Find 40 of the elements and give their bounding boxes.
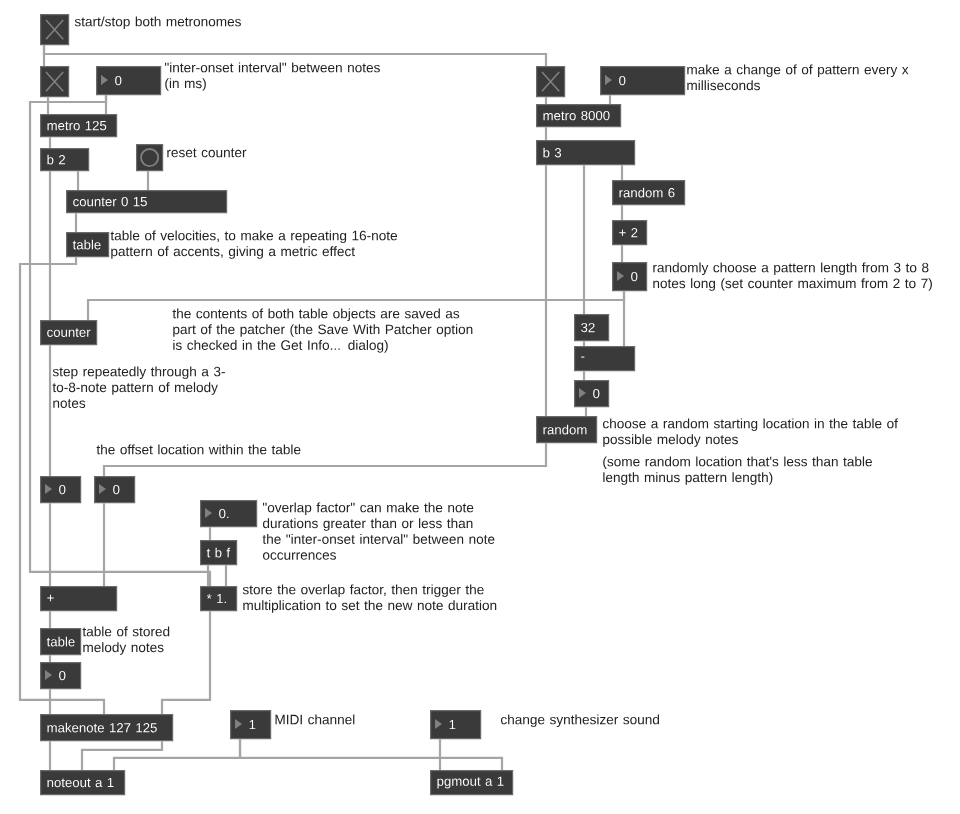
patch-cord (438, 739, 442, 770)
patch-cord (620, 205, 624, 220)
patch-cord (28, 95, 212, 586)
patch-cord (224, 565, 228, 586)
patch-cord (206, 565, 210, 586)
patch-cord (544, 127, 548, 140)
patch-cord (608, 95, 612, 104)
patch-cord (48, 137, 52, 148)
patch-cord (48, 171, 52, 320)
patch-cord (160, 611, 212, 714)
bang-button (136, 144, 164, 172)
patch-cord (584, 407, 588, 416)
toggle-box (536, 66, 566, 98)
patch-cord (620, 245, 624, 262)
patch-cord (48, 741, 52, 770)
patch-cord (622, 291, 626, 346)
patch-cord (48, 503, 52, 586)
patch-cord (48, 611, 52, 628)
patch-cord (46, 97, 50, 114)
patch-cord (208, 527, 212, 540)
patch-cord (582, 371, 586, 380)
patch-cord (76, 171, 80, 190)
patch-cord (42, 45, 548, 66)
patch-cord (620, 165, 624, 180)
patch-cord (102, 503, 106, 586)
patch-cord (80, 741, 164, 770)
toggle-box (40, 66, 70, 98)
patch-cord (48, 689, 52, 714)
patch-cord (146, 171, 150, 190)
patch-cord (582, 341, 586, 346)
toggle-box (40, 14, 70, 46)
patch-cord (238, 739, 504, 770)
patch-cord (48, 655, 52, 662)
patch-cord (102, 443, 548, 476)
patch-cord (74, 213, 78, 232)
patch-cord (18, 257, 106, 714)
patch-cord (48, 345, 52, 476)
patch-cord (544, 165, 548, 416)
patch-cord (582, 165, 586, 314)
patch-cord (544, 97, 548, 104)
